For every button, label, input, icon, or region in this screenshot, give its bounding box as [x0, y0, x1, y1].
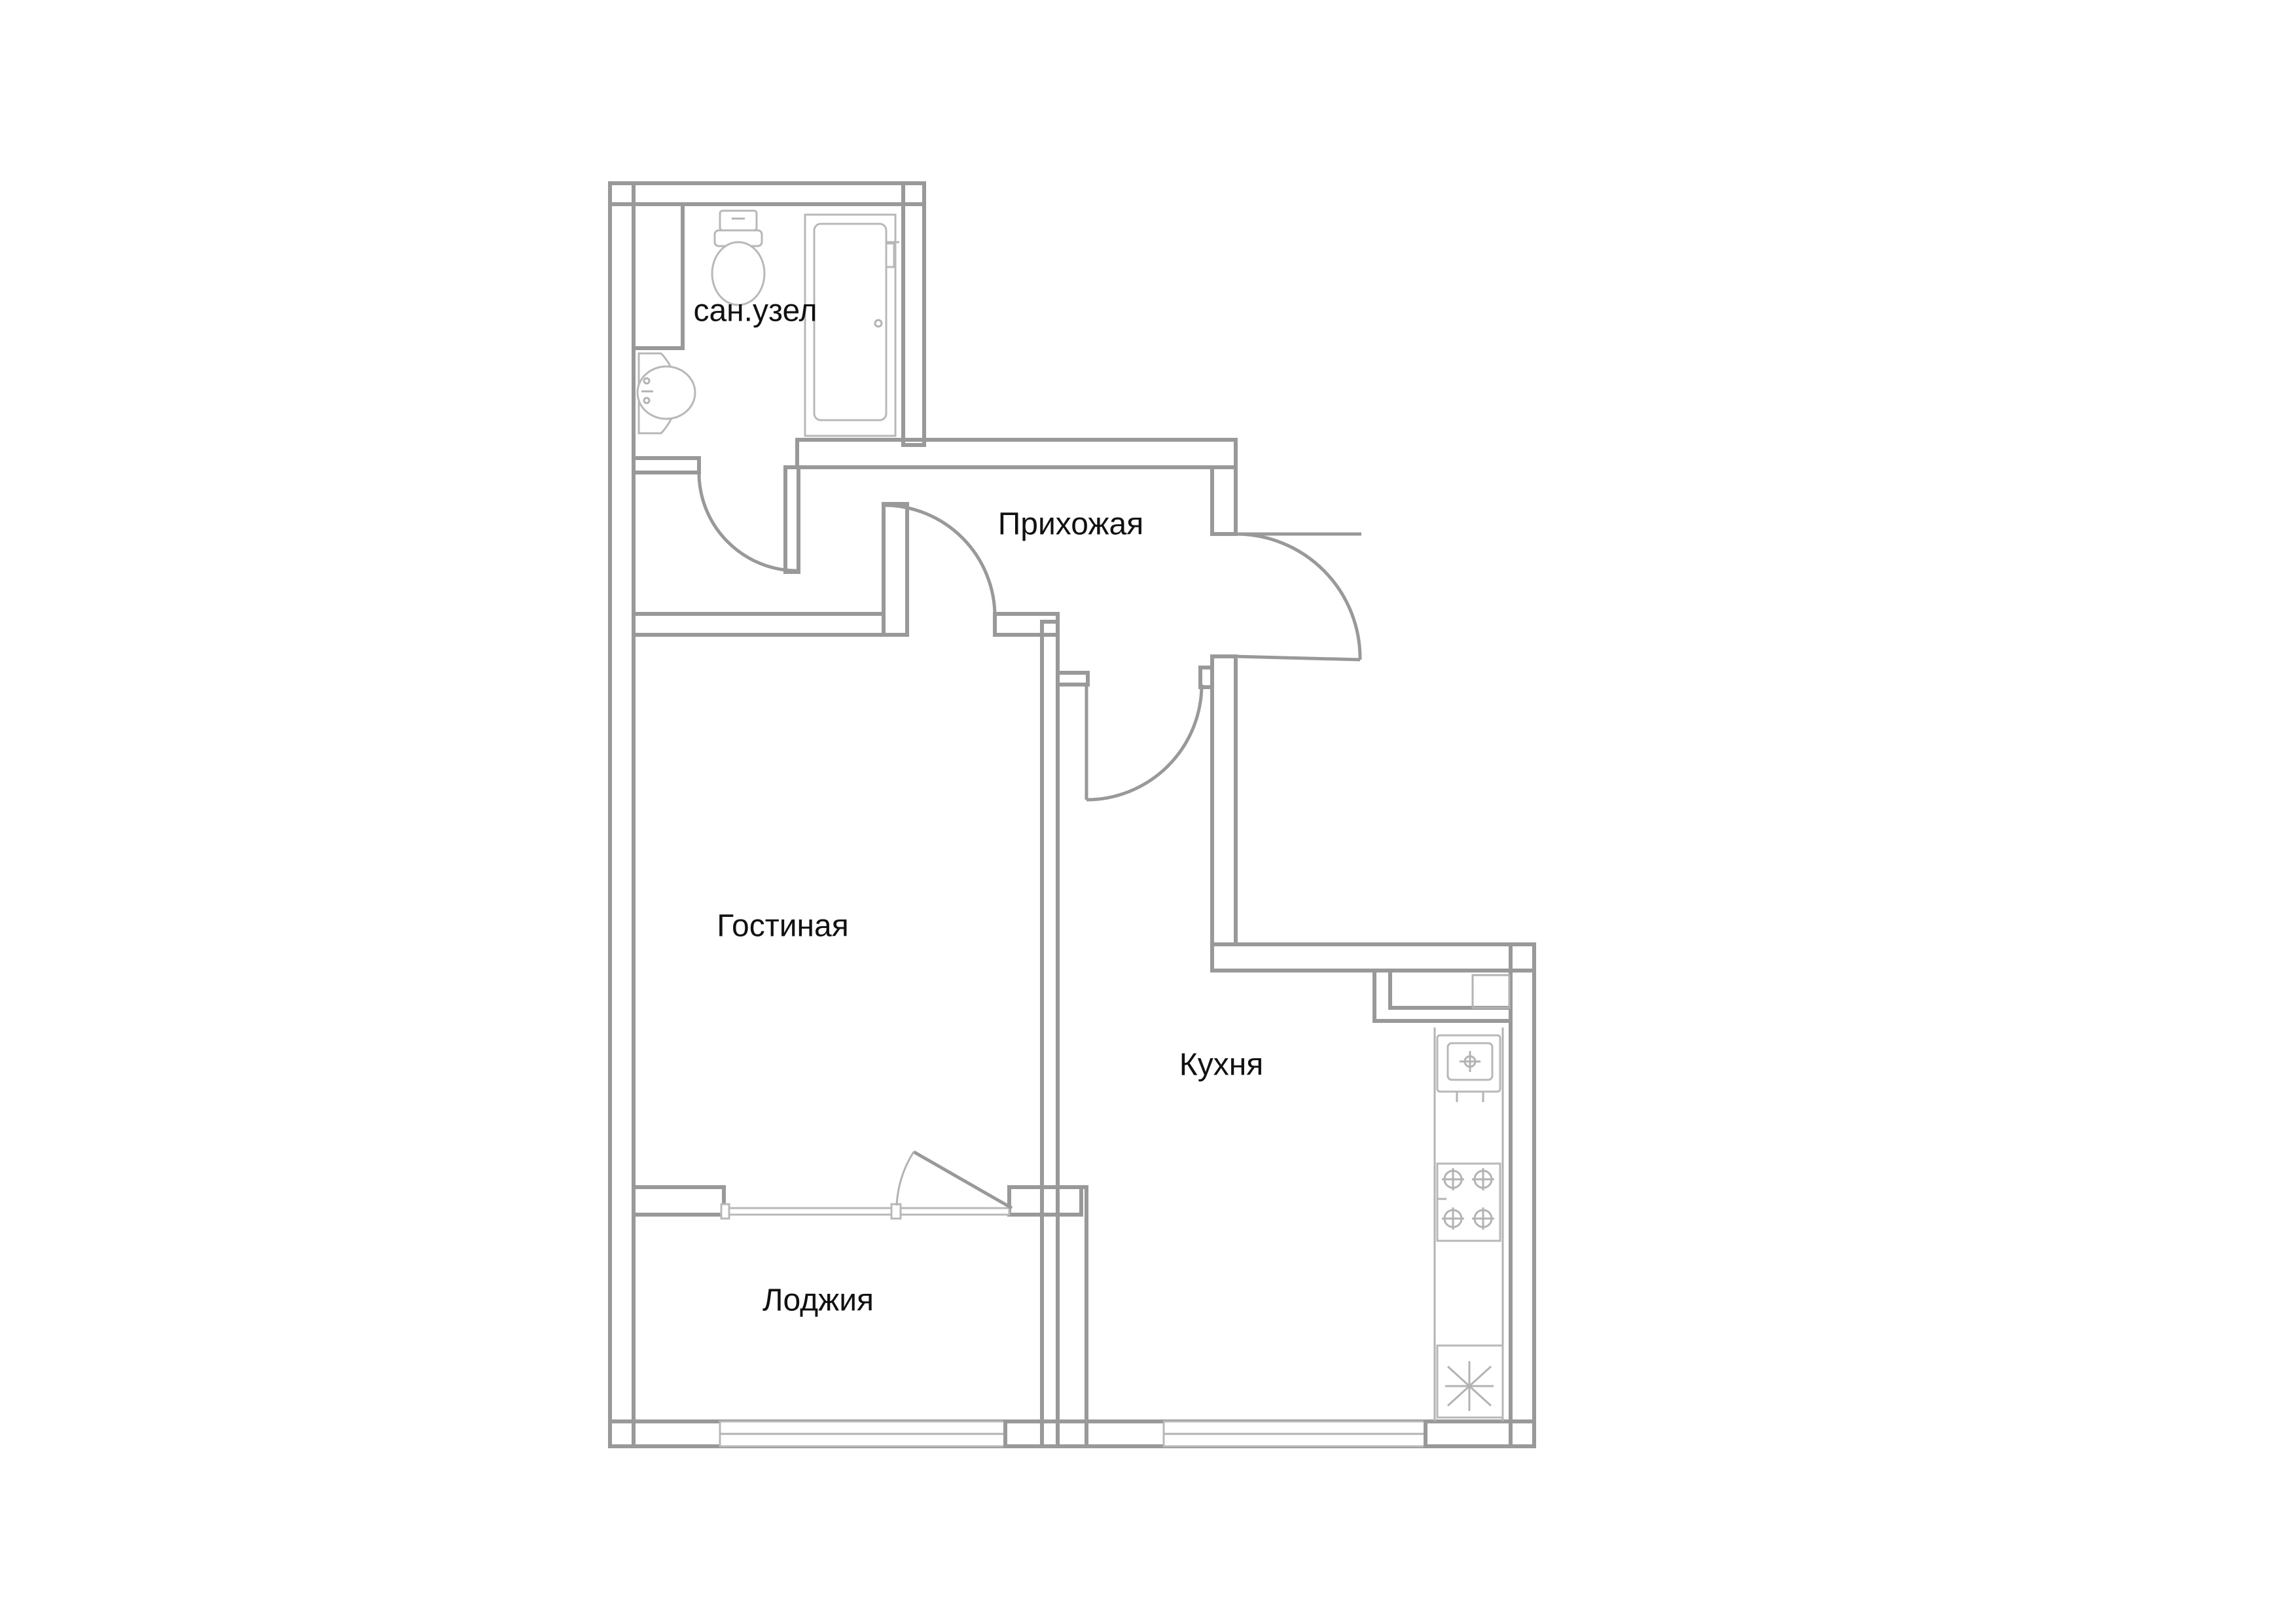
- doors: [697, 469, 1362, 1220]
- fixtures: [636, 209, 1504, 1421]
- kitchen-sink-icon: [1436, 1034, 1501, 1102]
- toilet-icon: [711, 209, 766, 306]
- room-labels: сан.узел Прихожая Гостиная Кухня Лоджия: [693, 294, 1263, 1318]
- room-label-loggia: Лоджия: [762, 1283, 874, 1318]
- room-label-kitchen: Кухня: [1179, 1048, 1263, 1082]
- washbasin-icon: [636, 352, 696, 435]
- room-label-bathroom: сан.узел: [693, 294, 817, 329]
- fridge-icon: [1436, 1344, 1504, 1419]
- room-label-hallway: Прихожая: [998, 507, 1143, 542]
- room-label-living: Гостиная: [717, 909, 848, 944]
- stove-icon: [1436, 1162, 1501, 1242]
- bathtub-icon: [804, 213, 899, 437]
- walls: [608, 181, 1536, 1448]
